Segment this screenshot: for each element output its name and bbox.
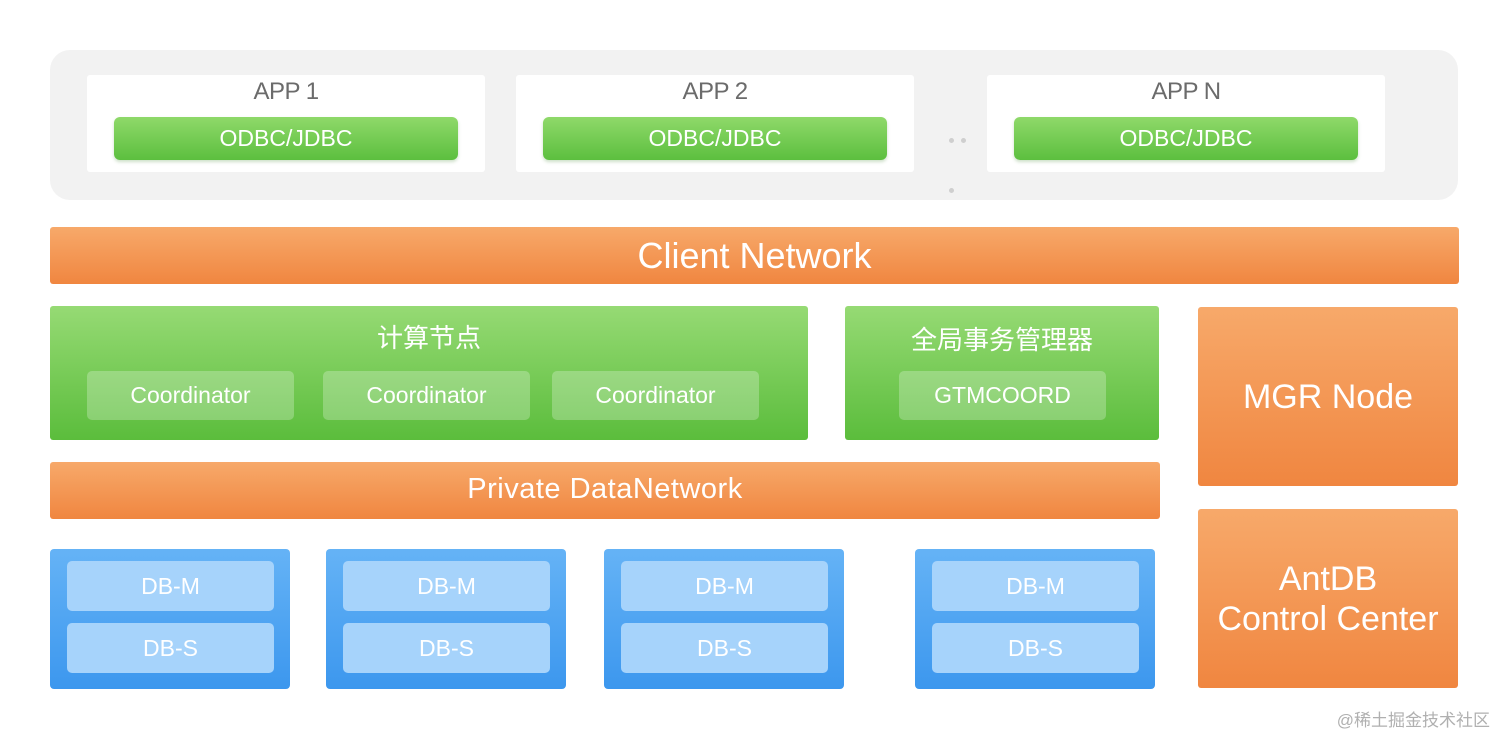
compute-nodes-title: 计算节点 [376,323,481,353]
db-group: DB-M DB-S [915,549,1155,689]
more-apps-ellipsis [936,126,980,196]
watermark: @稀土掘金技术社区 [1336,711,1490,730]
app-title: APP 2 [682,78,748,105]
control-center-tile: AntDB Control Center [1198,509,1458,688]
app-title: APP 1 [253,78,319,105]
odbc-jdbc-driver: ODBC/JDBC [543,117,887,160]
db-master: DB-M [932,561,1139,611]
db-slave: DB-S [67,623,274,673]
db-master: DB-M [67,561,274,611]
compute-nodes-block: 计算节点 Coordinator Coordinator Coordinator [50,306,808,440]
db-group: DB-M DB-S [604,549,844,689]
db-master: DB-M [621,561,828,611]
app-card: APP 2 ODBC/JDBC [516,75,914,172]
control-center-line2: Control Center [1217,599,1439,638]
coordinator-node: Coordinator [323,371,530,420]
db-master: DB-M [343,561,550,611]
db-slave: DB-S [621,623,828,673]
private-data-network-bar: Private DataNetwork [50,462,1160,519]
odbc-jdbc-driver: ODBC/JDBC [114,117,458,160]
db-slave: DB-S [932,623,1139,673]
mgr-node-tile: MGR Node [1198,307,1458,486]
gtm-block: 全局事务管理器 GTMCOORD [845,306,1159,440]
coordinator-node: Coordinator [552,371,759,420]
db-slave: DB-S [343,623,550,673]
coordinator-node: Coordinator [87,371,294,420]
app-card: APP 1 ODBC/JDBC [87,75,485,172]
app-title: APP N [1151,78,1221,105]
db-group: DB-M DB-S [326,549,566,689]
client-network-bar: Client Network [50,227,1459,284]
mgr-node-label: MGR Node [1242,377,1414,416]
gtm-title: 全局事务管理器 [910,325,1093,355]
control-center-line1: AntDB [1278,559,1378,598]
db-group: DB-M DB-S [50,549,290,689]
gtmcoord-node: GTMCOORD [899,371,1106,420]
app-card: APP N ODBC/JDBC [987,75,1385,172]
odbc-jdbc-driver: ODBC/JDBC [1014,117,1358,160]
